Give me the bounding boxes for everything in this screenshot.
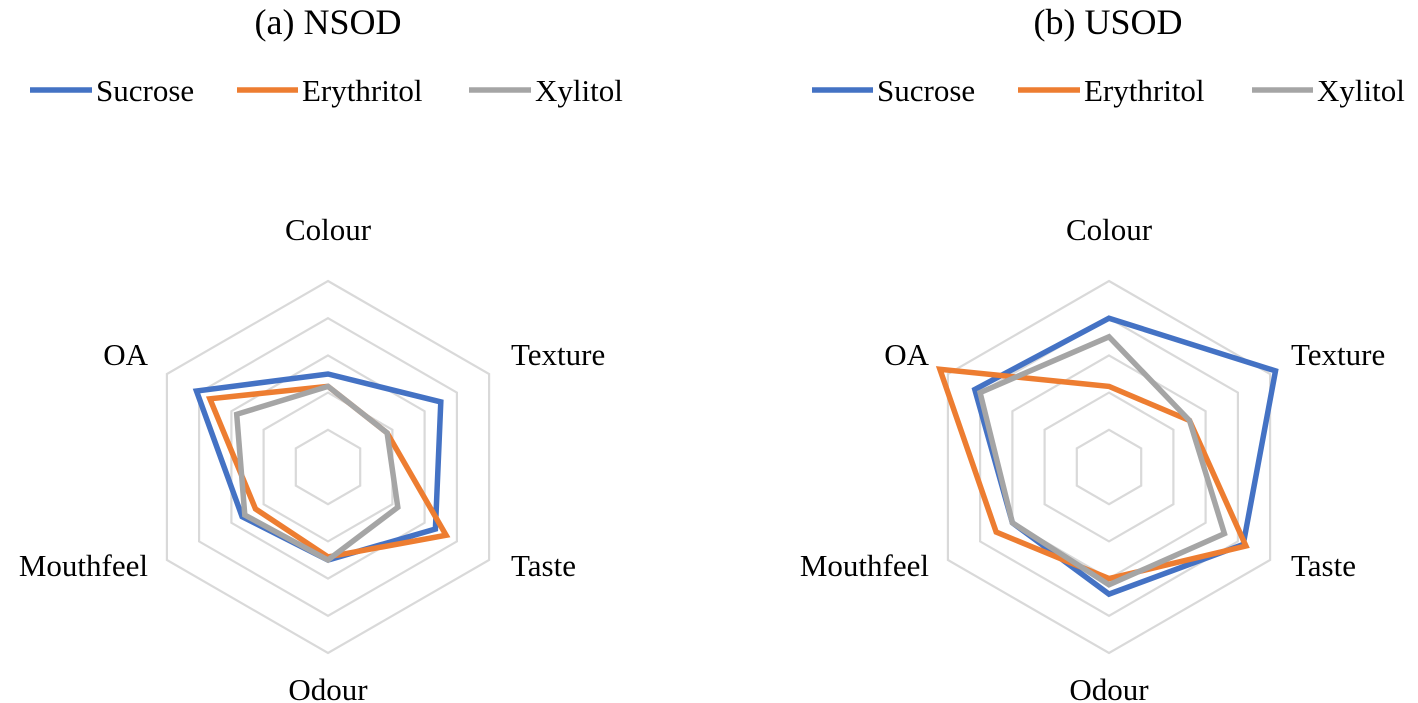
panel-a-axis-texture: Texture (511, 337, 605, 372)
panel-a-grid-ring-2 (262, 391, 394, 543)
legend-a-sucrose-label: Sucrose (96, 73, 194, 108)
panel-a: (a) NSOD Sucrose Erythritol Xylitol Colo… (19, 2, 623, 703)
panel-b-axis-texture: Texture (1291, 337, 1385, 372)
panel-b-axis-taste: Taste (1291, 548, 1356, 583)
panel-b-grid-ring-2 (1043, 391, 1175, 543)
legend-a-xylitol-label: Xylitol (535, 73, 623, 108)
panel-b-grid-ring-4 (978, 316, 1240, 618)
legend-a-erythritol-label: Erythritol (302, 73, 423, 108)
panel-b-axis-odour: Odour (1069, 672, 1149, 703)
panel-b-axis-colour: Colour (1066, 212, 1153, 247)
panel-a-axis-odour: Odour (288, 672, 368, 703)
panel-a-axis-mouthfeel: Mouthfeel (19, 548, 148, 583)
panel-a-axis-colour: Colour (285, 212, 372, 247)
panel-a-grid-ring-5 (165, 279, 491, 655)
panel-a-grid-ring-3 (230, 354, 426, 580)
panel-b-series (935, 315, 1279, 598)
panel-b-series-sucrose (971, 315, 1279, 598)
panel-b-series-xylitol (976, 333, 1228, 588)
panel-b-legend: Sucrose Erythritol Xylitol (812, 73, 1405, 108)
panel-b-axis-oa: OA (884, 337, 929, 372)
panel-b: (b) USOD Sucrose Erythritol Xylitol Colo… (800, 2, 1405, 703)
panel-a-title: (a) NSOD (255, 2, 402, 42)
legend-b-erythritol-label: Erythritol (1084, 73, 1205, 108)
panel-b-grid-ring-1 (1075, 428, 1143, 506)
panel-a-series (192, 371, 451, 564)
panel-a-axis-taste: Taste (511, 548, 576, 583)
panel-a-grid-ring-1 (294, 428, 362, 506)
panel-a-axis-oa: OA (103, 337, 148, 372)
panel-a-legend: Sucrose Erythritol Xylitol (30, 73, 623, 108)
panel-b-title: (b) USOD (1034, 2, 1183, 42)
legend-b-sucrose-label: Sucrose (877, 73, 975, 108)
panel-b-grid-ring-5 (946, 279, 1272, 655)
legend-b-xylitol-label: Xylitol (1317, 73, 1405, 108)
panel-a-series-xylitol (233, 383, 401, 564)
panel-b-axis-mouthfeel: Mouthfeel (800, 548, 929, 583)
